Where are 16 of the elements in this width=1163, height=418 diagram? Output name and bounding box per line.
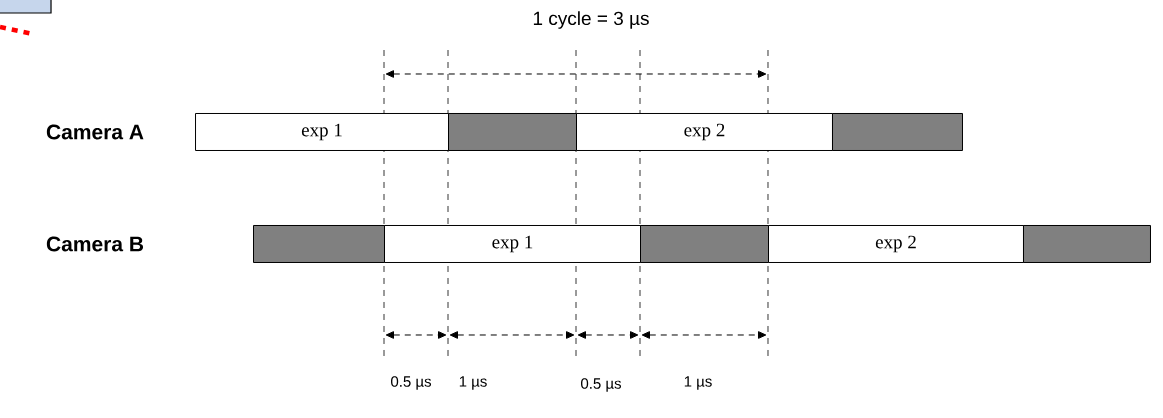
dimension-label: 0.5 µs [581, 378, 621, 392]
exposure-bar: exp 2 [576, 113, 833, 151]
readout-bar [640, 225, 769, 263]
readout-bar [253, 225, 385, 263]
row-label: Camera B [46, 236, 144, 252]
readout-bar [448, 113, 577, 151]
dimension-label: 1 cycle = 3 µs [533, 11, 649, 29]
dimension-label: 1 µs [684, 376, 712, 390]
dimension-label: 1 µs [459, 376, 487, 390]
readout-bar [832, 113, 963, 151]
readout-bar [1023, 225, 1151, 263]
row-label: Camera A [46, 124, 144, 140]
exposure-bar: exp 2 [768, 225, 1024, 263]
dimension-label: 0.5 µs [391, 376, 431, 390]
exposure-bar: exp 1 [384, 225, 641, 263]
exposure-bar: exp 1 [195, 113, 449, 151]
